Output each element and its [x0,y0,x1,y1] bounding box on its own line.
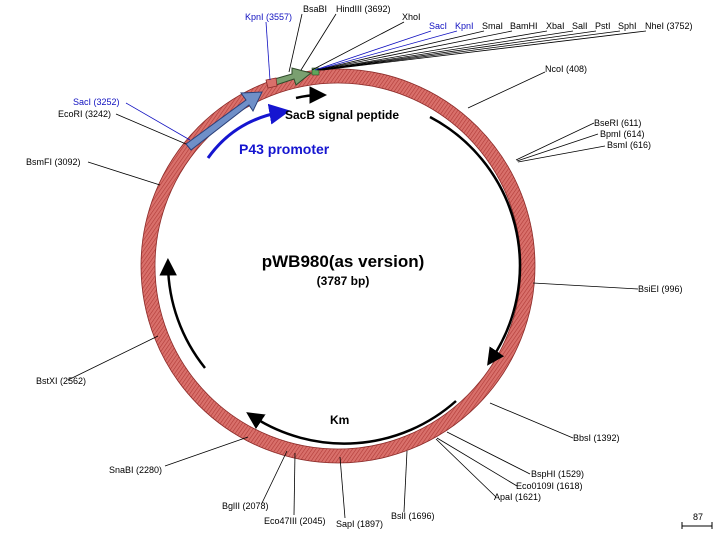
site-eco47iii: Eco47III (2045) [264,516,326,526]
site-leader-line-25 [261,450,288,504]
site-leader-line-18 [489,402,574,439]
site-kpni-mcs: KpnI [455,21,474,31]
site-bseri: BseRI (611) [594,118,641,128]
site-smai: SmaI [482,21,503,31]
site-bpmi: BpmI (614) [600,129,645,139]
plasmid-backbone [141,69,535,463]
site-leader-line-5 [315,30,458,71]
p43-label: P43 promoter [239,141,330,157]
site-leader-line-19 [446,431,531,475]
site-bsiei: BsiEI (996) [638,284,683,294]
site-apai: ApaI (1621) [494,492,541,502]
site-bsphi: BspHI (1529) [531,469,584,479]
site-psti: PstI [595,21,611,31]
site-bsli: BslI (1696) [391,511,435,521]
site-ncoi: NcoI (408) [545,64,587,74]
sacb-direction-arrow [295,86,327,104]
sacb-label: SacB signal peptide [285,108,399,122]
site-leader-line-23 [339,456,346,519]
km-label: Km [330,413,349,427]
site-leader-line-26 [164,436,249,467]
site-sapi: SapI (1897) [336,519,383,529]
site-leader-line-3 [311,21,405,71]
km-arrow-left [159,258,206,369]
site-sali: SalI [572,21,588,31]
site-leader-line-29 [115,113,187,145]
site-leader-line-30 [125,102,191,141]
km-arrow-right [429,115,522,366]
site-eco0109i: Eco0109I (1618) [516,481,583,491]
backbone-outer-edge [140,68,536,464]
site-leader-line-0 [265,21,271,81]
site-bsmi: BsmI (616) [607,140,651,150]
site-bsmfi: BsmFI (3092) [26,157,81,167]
site-saci-mcs: SacI [429,21,447,31]
site-leader-line-9 [319,30,574,71]
site-leader-line-20 [436,437,518,487]
site-leader-line-24 [293,452,296,516]
site-leader-line-8 [318,30,548,71]
site-xbai: XbaI [546,21,565,31]
site-leader-line-12 [322,30,647,71]
plasmid-name: pWB980(as version) [262,252,425,271]
site-ecori: EcoRI (3242) [58,109,111,119]
scale-label: 87 [693,512,703,522]
site-saci-3252: SacI (3252) [73,97,120,107]
site-leader-line-22 [403,450,408,513]
site-bamhi: BamHI [510,21,538,31]
p43-direction-arrow [206,103,291,159]
site-nhei: NheI (3752) [645,21,693,31]
site-hindiii: HindIII (3692) [336,4,391,14]
site-leader-line-10 [320,30,597,71]
site-xhoi: XhoI [402,12,421,22]
site-bstxi: BstXI (2562) [36,376,86,386]
site-leader-line-21 [435,438,497,498]
site-sphi: SphI [618,21,637,31]
site-leader-line-7 [317,30,513,71]
site-leader-line-11 [321,30,621,71]
site-bglii: BglII (2078) [222,501,269,511]
site-bsabi: BsaBI [303,4,327,14]
site-snabi: SnaBI (2280) [109,465,162,475]
site-leader-line-17 [532,282,639,290]
site-leader-line-13 [467,71,546,109]
site-leader-line-15 [516,133,599,162]
site-leader-line-27 [67,335,159,381]
site-leader-line-6 [316,30,485,71]
kpni-site-block [265,77,278,89]
site-bbsi: BbsI (1392) [573,433,620,443]
site-leader-line-1 [288,13,303,73]
site-leader-line-16 [517,145,606,163]
p43-promoter-arrow [185,91,263,151]
km-arrow-bottom [246,400,457,445]
site-leader-line-4 [314,30,432,71]
plasmid-size: (3787 bp) [317,274,370,288]
site-leader-line-14 [515,122,595,161]
site-leader-line-28 [87,161,161,186]
site-kpni-3557: KpnI (3557) [245,12,292,22]
site-leader-line-2 [300,13,337,71]
